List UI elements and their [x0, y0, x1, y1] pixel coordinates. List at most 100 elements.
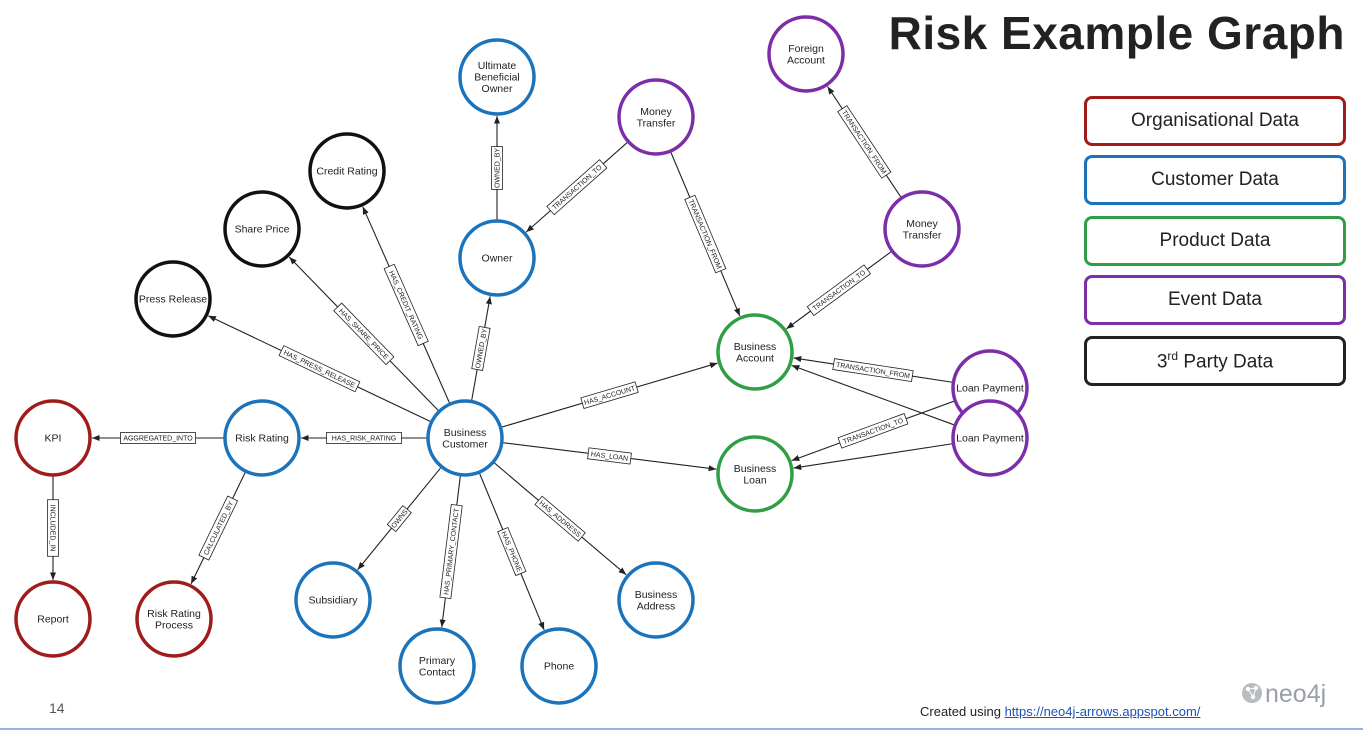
edge-line: [793, 443, 953, 470]
svg-text:INCLUDED_IN: INCLUDED_IN: [49, 505, 56, 552]
legend-label: Event Data: [1168, 289, 1262, 310]
node-label: Transfer: [903, 229, 942, 241]
edge-loan_payment_2-to-business_loan: [793, 443, 953, 470]
node-label: Contact: [419, 666, 455, 678]
edge-business_customer-to-business_loan: HAS_LOAN: [502, 442, 717, 472]
node-subsidiary[interactable]: Subsidiary: [294, 561, 372, 639]
svg-text:TRANSACTION_TO: TRANSACTION_TO: [812, 269, 868, 313]
node-label: Press Release: [139, 294, 207, 306]
legend-customer-data: Customer Data: [1084, 155, 1346, 205]
edge-label: OWNED_BY: [491, 146, 503, 190]
svg-text:TRANSACTION_FROM: TRANSACTION_FROM: [687, 199, 723, 271]
edge-label: HAS_SHARE_PRICE: [333, 302, 395, 366]
node-circle: [716, 435, 794, 513]
node-label: Owner: [482, 253, 513, 265]
edge-label: HAS_RISK_RATING: [326, 432, 402, 444]
node-circle: [458, 38, 536, 116]
node-label: Money: [906, 218, 938, 230]
page-number: 14: [49, 700, 65, 716]
node-circle: [14, 580, 92, 658]
legend-organisational-data: Organisational Data: [1084, 96, 1346, 146]
node-label: KPI: [45, 433, 62, 445]
node-phone[interactable]: Phone: [520, 627, 598, 705]
node-label: Credit Rating: [316, 166, 377, 178]
node-share-price[interactable]: Share Price: [223, 190, 301, 268]
edge-label: TRANSACTION_TO: [546, 159, 608, 216]
legend-product-data: Product Data: [1084, 216, 1346, 266]
node-label: Account: [787, 54, 825, 66]
node-label: Risk Rating: [147, 608, 201, 620]
nodes-layer: BusinessCustomerUltimateBeneficialOwnerO…: [14, 15, 1029, 705]
edge-business_customer-to-risk_rating: HAS_RISK_RATING: [301, 432, 427, 444]
edge-kpi-to-report: INCLUDED_IN: [47, 476, 59, 580]
node-label: Business: [635, 589, 678, 601]
node-label: Customer: [442, 438, 488, 450]
node-label: Owner: [482, 83, 513, 95]
edge-label: HAS_PHONE: [497, 527, 527, 577]
node-label: Account: [736, 352, 774, 364]
node-circle: [520, 627, 598, 705]
legend-label: 3rd Party Data: [1156, 348, 1274, 373]
node-risk-rating[interactable]: Risk Rating: [223, 399, 301, 477]
node-circle: [14, 399, 92, 477]
edge-label: AGGREGATED_INTO: [120, 432, 196, 444]
legend-label: Customer Data: [1151, 169, 1279, 190]
node-label: Ultimate: [478, 60, 517, 72]
edge-label: HAS_CREDIT_RATING: [383, 263, 429, 347]
svg-text:AGGREGATED_INTO: AGGREGATED_INTO: [123, 436, 193, 443]
edge-label: HAS_LOAN: [587, 447, 632, 465]
node-circle: [135, 580, 213, 658]
node-circle: [294, 561, 372, 639]
node-label: Business: [444, 427, 487, 439]
node-kpi[interactable]: KPI: [14, 399, 92, 477]
edge-label: HAS_ACCOUNT: [580, 381, 639, 409]
node-press-release[interactable]: Press Release: [134, 260, 212, 338]
node-circle: [951, 399, 1029, 477]
node-label: Primary: [419, 655, 456, 667]
node-credit-rating[interactable]: Credit Rating: [308, 132, 386, 210]
svg-text:HAS_PRESS_RELEASE: HAS_PRESS_RELEASE: [282, 350, 356, 390]
node-label: Share Price: [235, 224, 290, 236]
node-circle: [398, 627, 476, 705]
legend-label: Product Data: [1159, 230, 1271, 251]
edge-loan_payment_1-to-business_account: TRANSACTION_FROM: [793, 356, 953, 383]
neo4j-wordmark: neo4j: [1265, 680, 1326, 708]
page-title: Risk Example Graph: [888, 7, 1345, 59]
node-circle: [308, 132, 386, 210]
svg-text:TRANSACTION_FROM: TRANSACTION_FROM: [840, 109, 887, 175]
arrows-tool-link[interactable]: https://neo4j-arrows.appspot.com/: [1004, 704, 1201, 719]
edge-money_transfer_1-to-business_account: TRANSACTION_FROM: [670, 151, 741, 317]
node-circle: [426, 399, 504, 477]
legend-third-party-data: 3rd Party Data: [1084, 336, 1346, 386]
edge-money_transfer_2-to-business_account: TRANSACTION_TO: [786, 251, 892, 330]
node-label: Address: [637, 600, 676, 612]
edge-money_transfer_2-to-foreign_account: TRANSACTION_FROM: [827, 86, 902, 198]
svg-text:TRANSACTION_TO: TRANSACTION_TO: [551, 164, 604, 212]
node-owner[interactable]: Owner: [458, 219, 536, 297]
node-report[interactable]: Report: [14, 580, 92, 658]
node-circle: [223, 190, 301, 268]
edge-money_transfer_1-to-owner: TRANSACTION_TO: [525, 141, 628, 233]
node-label: Loan: [743, 474, 767, 486]
svg-text:OWNED_BY: OWNED_BY: [495, 148, 502, 188]
node-label: Risk Rating: [235, 433, 289, 445]
edge-label: OWNED_BY: [471, 325, 491, 371]
node-label: Transfer: [637, 117, 676, 129]
edge-line: [791, 364, 955, 426]
node-label: Business: [734, 341, 777, 353]
node-label: Foreign: [788, 43, 824, 55]
node-loan-payment-2[interactable]: Loan Payment: [951, 399, 1029, 477]
edge-label: TRANSACTION_FROM: [837, 105, 892, 179]
node-label: Process: [155, 619, 193, 631]
